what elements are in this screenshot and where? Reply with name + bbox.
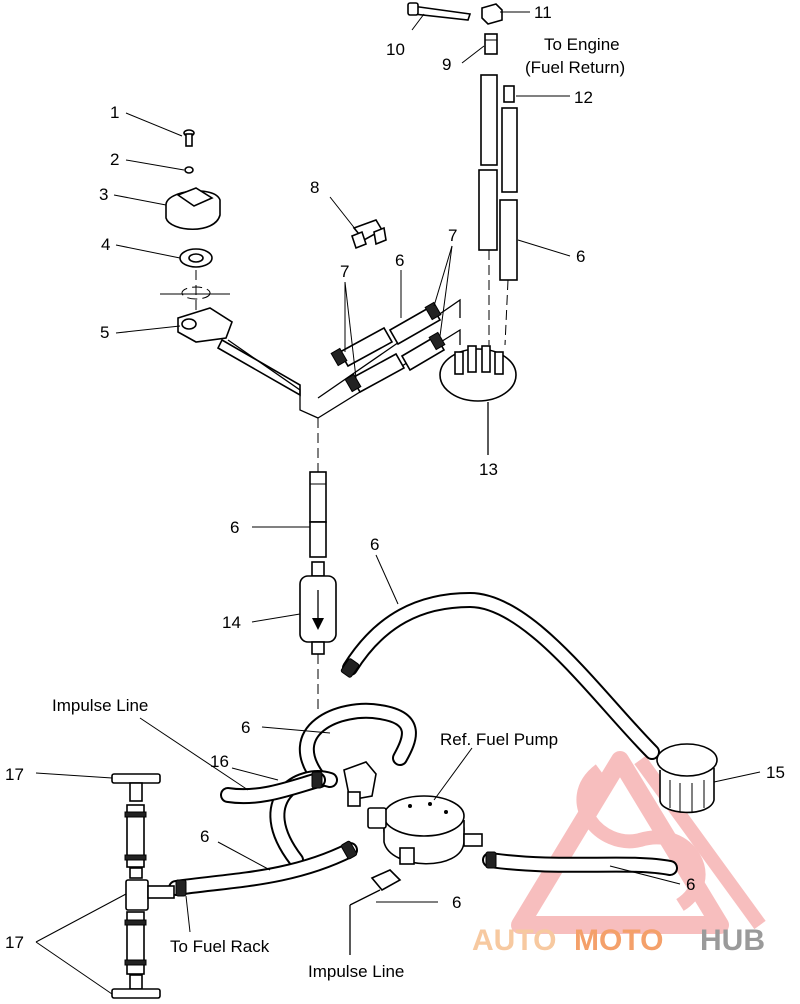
check-valve bbox=[343, 761, 377, 807]
part-5-fuel-valve bbox=[177, 307, 301, 397]
hose-pump-to-rack bbox=[168, 840, 358, 897]
callout-8: 8 bbox=[310, 178, 319, 197]
part-9-fitting bbox=[484, 33, 498, 55]
callout-13: 13 bbox=[479, 460, 498, 479]
return-hose-left bbox=[478, 74, 498, 345]
part-1-screw bbox=[183, 129, 195, 147]
hose-to-tank bbox=[340, 591, 660, 760]
watermark-auto: AUTO bbox=[472, 924, 556, 957]
callout-6-loop: 6 bbox=[241, 718, 250, 737]
watermark-moto: MOTO bbox=[574, 924, 663, 957]
part-12-plug bbox=[503, 85, 515, 103]
hose-to-filter bbox=[309, 471, 327, 558]
part-17-tee-middle bbox=[125, 879, 175, 911]
callout-numbers: 1 2 3 4 5 8 6 7 7 6 10 9 11 12 13 6 14 6… bbox=[5, 3, 785, 952]
callout-17-top: 17 bbox=[5, 765, 24, 784]
callout-14: 14 bbox=[222, 613, 241, 632]
hose-pump-outlet bbox=[482, 851, 678, 876]
leader-lines bbox=[35, 11, 761, 995]
callout-4: 4 bbox=[101, 235, 110, 254]
callout-6-outlet: 6 bbox=[686, 875, 695, 894]
hose-pair-lower bbox=[344, 331, 446, 394]
callout-6-right: 6 bbox=[576, 247, 585, 266]
return-hose-right bbox=[499, 107, 518, 346]
part-2-washer bbox=[184, 166, 194, 174]
vertical-hose-left-lower bbox=[124, 911, 147, 975]
part-17-tee-bottom bbox=[111, 974, 161, 999]
callout-6-rack-hose: 6 bbox=[200, 827, 209, 846]
callout-12: 12 bbox=[574, 88, 593, 107]
callout-6-impulse: 6 bbox=[452, 893, 461, 912]
label-impulse-line-bottom: Impulse Line bbox=[308, 962, 404, 981]
part-8-clip bbox=[351, 219, 387, 250]
callout-2: 2 bbox=[110, 150, 119, 169]
callout-1: 1 bbox=[110, 103, 119, 122]
callout-6-upper: 6 bbox=[395, 251, 404, 270]
part-14-fuel-filter bbox=[299, 561, 337, 710]
callout-17-bottom: 17 bbox=[5, 933, 24, 952]
label-fuel-return: (Fuel Return) bbox=[525, 58, 625, 77]
part-10-clip bbox=[407, 2, 472, 21]
callout-6-tank-hose: 6 bbox=[370, 535, 379, 554]
cap-centerline bbox=[160, 270, 230, 312]
label-impulse-line-top: Impulse Line bbox=[52, 696, 148, 715]
callout-11: 11 bbox=[534, 3, 552, 22]
watermark-text: AUTO MOTO HUB bbox=[472, 924, 765, 957]
callout-6-filter-hose: 6 bbox=[230, 518, 239, 537]
callout-5: 5 bbox=[100, 323, 109, 342]
callout-9: 9 bbox=[442, 55, 451, 74]
label-to-engine: To Engine bbox=[544, 35, 620, 54]
watermark-hub: HUB bbox=[700, 924, 765, 957]
part-3-cap bbox=[165, 187, 221, 230]
vertical-hose-left bbox=[124, 804, 147, 879]
part-13-fuel-pickup bbox=[439, 345, 517, 455]
callout-3: 3 bbox=[99, 185, 108, 204]
callout-16: 16 bbox=[210, 752, 229, 771]
label-to-fuel-rack: To Fuel Rack bbox=[170, 937, 270, 956]
callout-7-left: 7 bbox=[340, 262, 349, 281]
text-labels: To Engine (Fuel Return) Impulse Line Ref… bbox=[52, 35, 625, 981]
part-15-fuel-filter-canister bbox=[656, 743, 718, 814]
ref-fuel-pump bbox=[367, 795, 483, 865]
label-ref-fuel-pump: Ref. Fuel Pump bbox=[440, 730, 558, 749]
hose-impulse-bottom bbox=[349, 869, 402, 955]
part-17-tee-top bbox=[111, 773, 161, 802]
callout-15: 15 bbox=[766, 763, 785, 782]
impulse-line-16 bbox=[220, 771, 326, 805]
part-11-cap bbox=[481, 3, 503, 25]
part-4-gasket bbox=[179, 248, 213, 268]
callout-7-right: 7 bbox=[448, 226, 457, 245]
watermark-logo bbox=[511, 751, 766, 934]
hose-pair-upper bbox=[330, 301, 442, 368]
callout-10: 10 bbox=[386, 40, 405, 59]
